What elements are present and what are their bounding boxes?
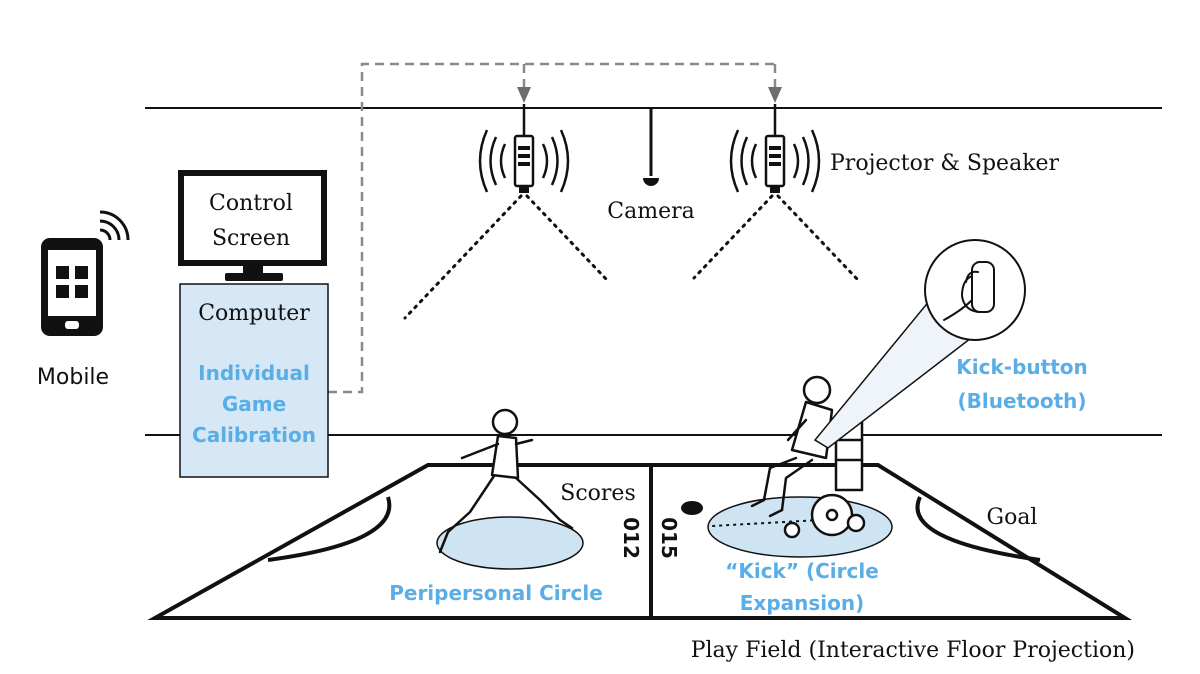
calibration-label-line3: Calibration	[192, 423, 316, 447]
computer-label: Computer	[198, 301, 310, 326]
scores-label: Scores	[560, 481, 635, 506]
kick-button-label-line2: (Bluetooth)	[957, 389, 1086, 413]
projection-beam-right	[692, 194, 860, 282]
cable-arrow-left	[517, 87, 531, 103]
projector-speaker-label: Projector & Speaker	[830, 151, 1060, 176]
kick-button-label-line1: Kick-button	[956, 355, 1087, 379]
play-field	[147, 463, 1133, 620]
goal-label: Goal	[987, 505, 1038, 530]
ball-icon	[681, 501, 703, 515]
goal-arc-left	[267, 496, 392, 562]
score-right: 015	[657, 517, 681, 559]
kick-expansion-circle	[707, 496, 893, 558]
calibration-label-line2: Game	[222, 392, 286, 416]
monitor-icon	[178, 170, 327, 281]
goal-arc-right	[915, 496, 1041, 562]
kick-label-line1: “Kick” (Circle	[725, 559, 879, 583]
wifi-signal-icon	[99, 210, 130, 241]
calibration-label-line1: Individual	[198, 361, 310, 385]
mobile-label: Mobile	[37, 365, 109, 390]
score-left: 012	[619, 517, 643, 559]
projection-beam-left	[403, 194, 609, 320]
dashed-cable	[328, 62, 777, 394]
computer-panel	[179, 283, 329, 478]
mobile-phone-icon	[41, 238, 103, 336]
cable-arrow-right	[768, 87, 782, 103]
projector-speaker-icon	[478, 104, 570, 193]
camera-icon	[643, 108, 659, 186]
projector-speaker-icon	[729, 104, 821, 193]
control-screen-label-line1: Control	[209, 191, 293, 216]
peripersonal-circle-label: Peripersonal Circle	[389, 581, 603, 605]
kick-label-line2: Expansion)	[740, 591, 865, 615]
hand-button-icon	[943, 261, 995, 321]
wheelchair-user-icon	[750, 375, 866, 539]
control-screen-label-line2: Screen	[212, 226, 290, 251]
child-runner-icon	[438, 408, 574, 554]
peripersonal-circle	[436, 516, 584, 570]
camera-label: Camera	[607, 199, 694, 224]
play-field-label: Play Field (Interactive Floor Projection…	[691, 638, 1135, 663]
